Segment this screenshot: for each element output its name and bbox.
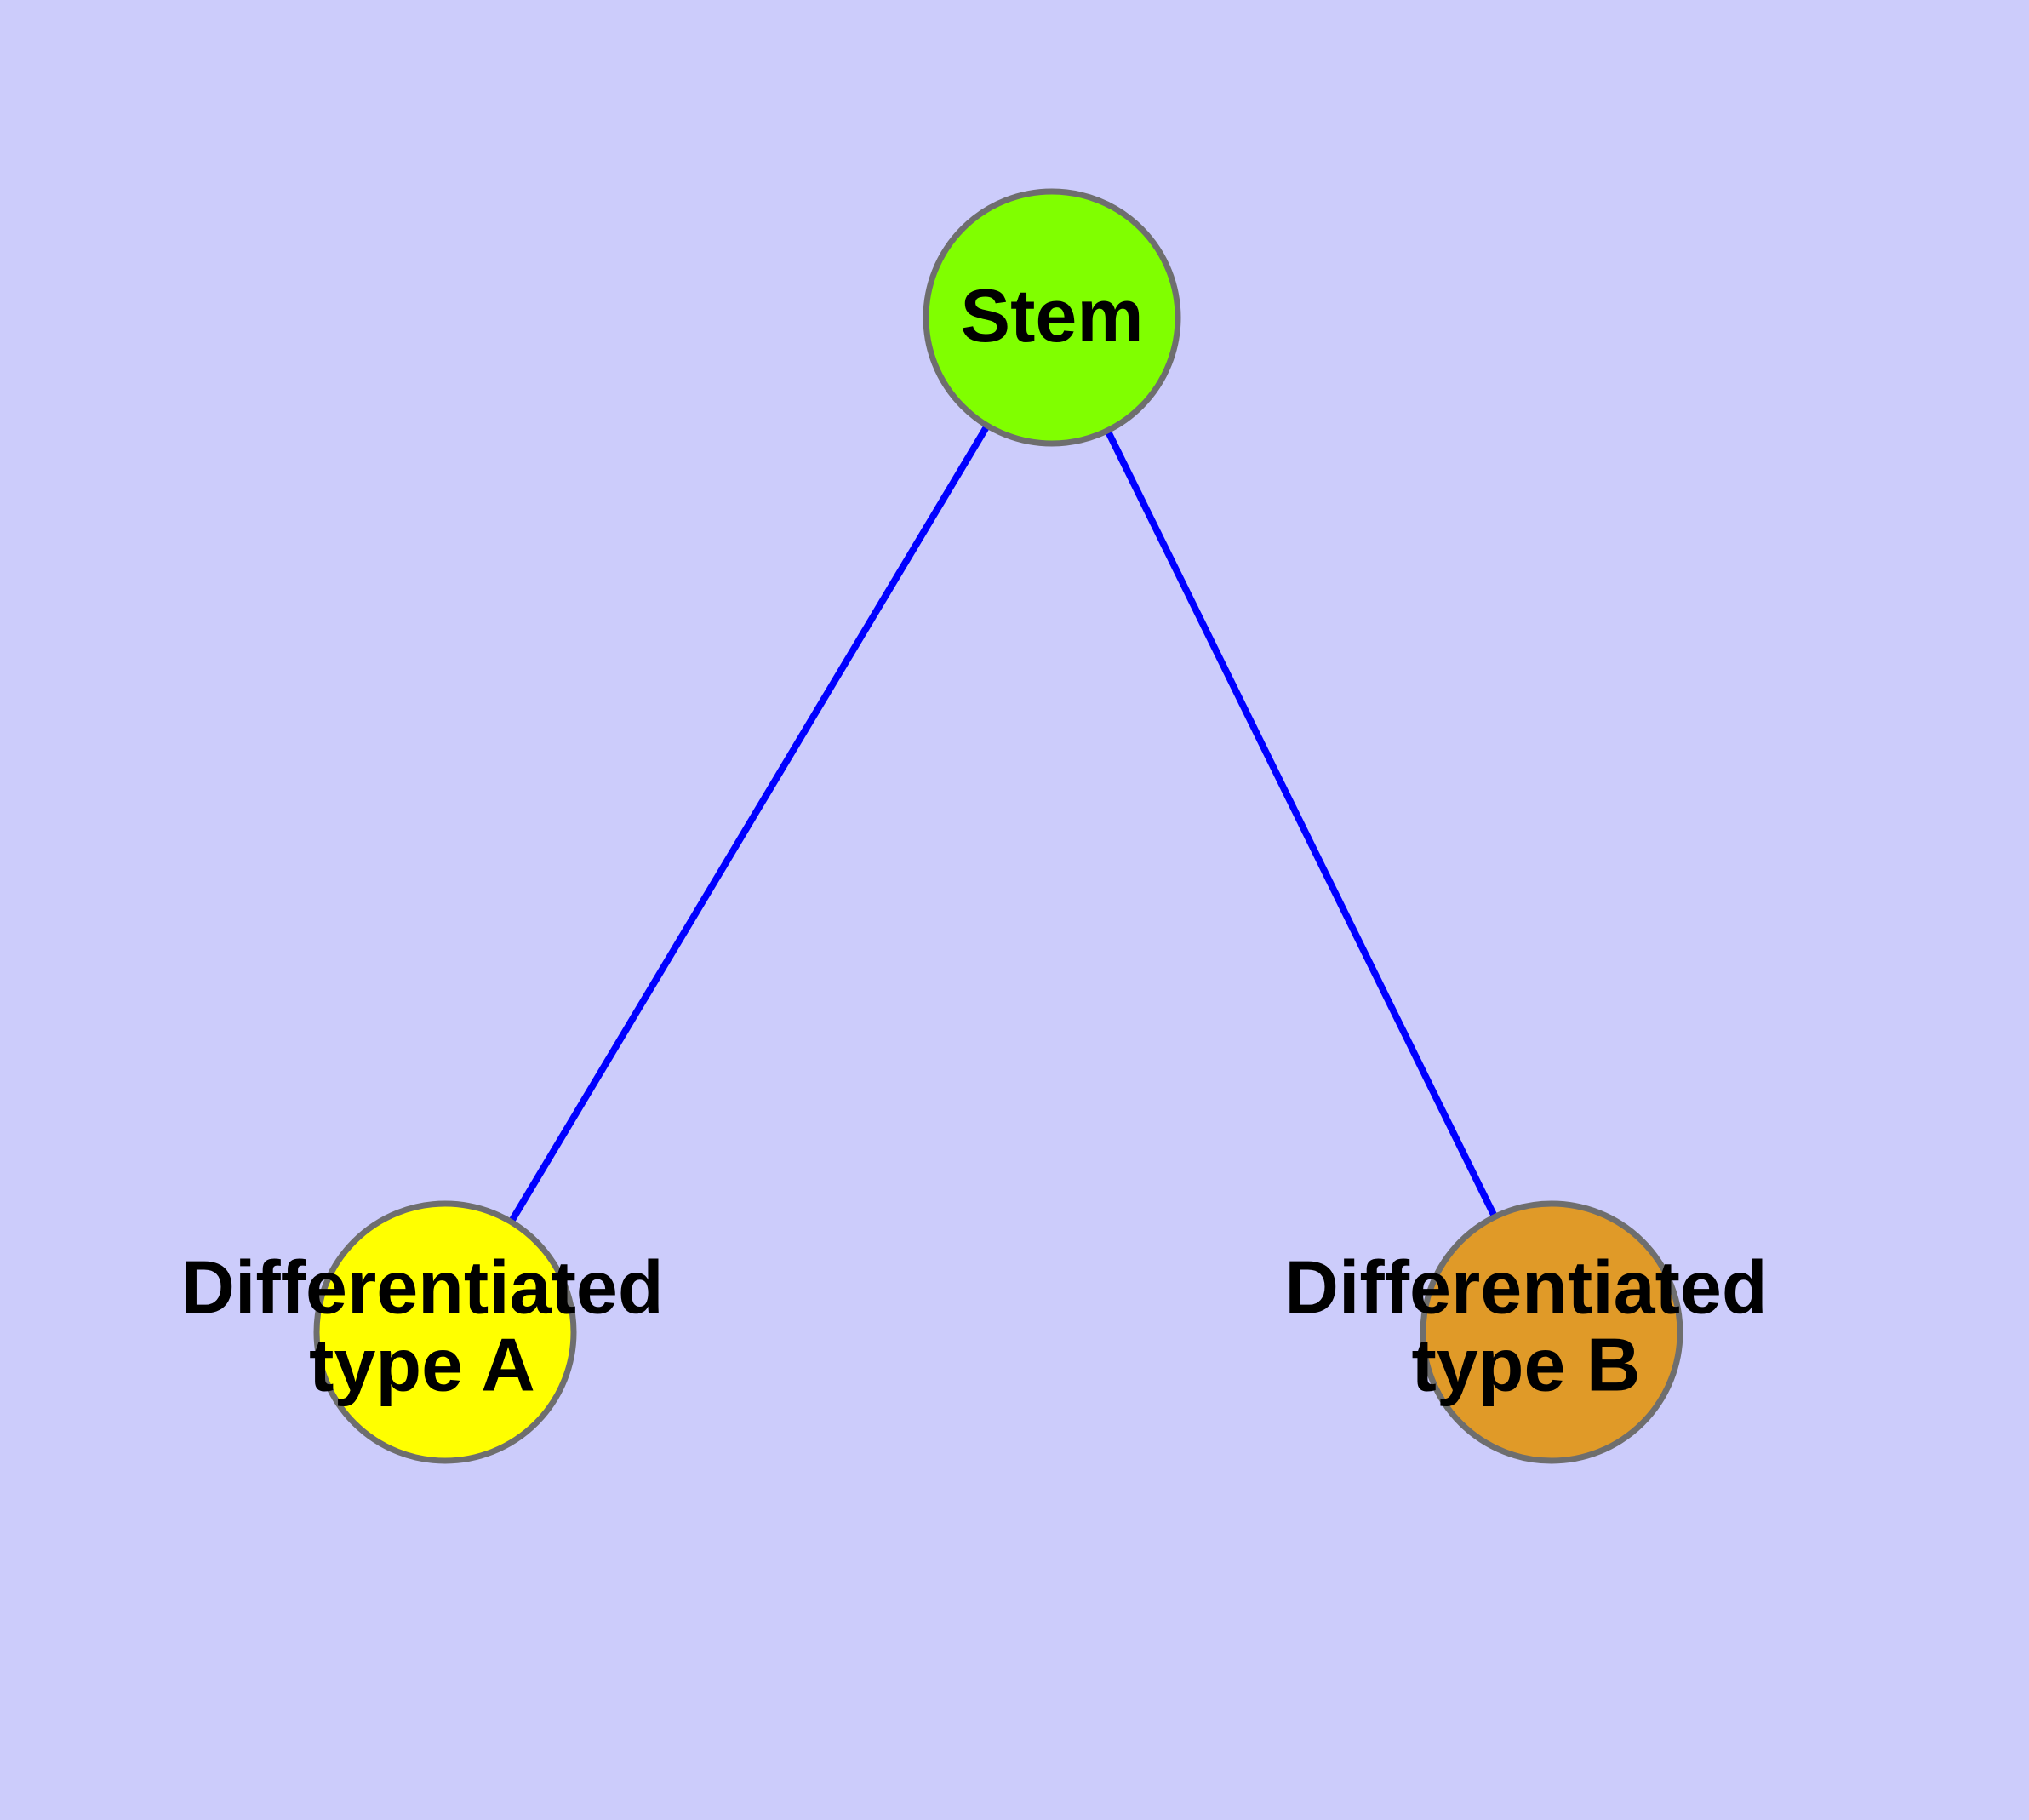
graph-node-label-line: type A bbox=[309, 1323, 535, 1407]
graph-edge-stem-to-diff-a[interactable] bbox=[509, 425, 990, 1222]
graph-node-label-stem: Stem bbox=[960, 273, 1143, 358]
graph-node-diff-a[interactable] bbox=[313, 1200, 577, 1464]
node-layer bbox=[313, 188, 1683, 1464]
graph-node-stem[interactable] bbox=[923, 188, 1181, 447]
graph-edge-stem-to-diff-b[interactable] bbox=[1105, 430, 1497, 1217]
graph-node-diff-b[interactable] bbox=[1420, 1200, 1683, 1464]
graph-node-label-line: Stem bbox=[960, 273, 1143, 358]
edge-layer bbox=[509, 425, 1497, 1222]
graph-node-label-line: Differentiated bbox=[1284, 1245, 1767, 1330]
graph-node-label-line: Differentiated bbox=[180, 1245, 663, 1330]
graph-node-label-line: type B bbox=[1412, 1323, 1641, 1407]
